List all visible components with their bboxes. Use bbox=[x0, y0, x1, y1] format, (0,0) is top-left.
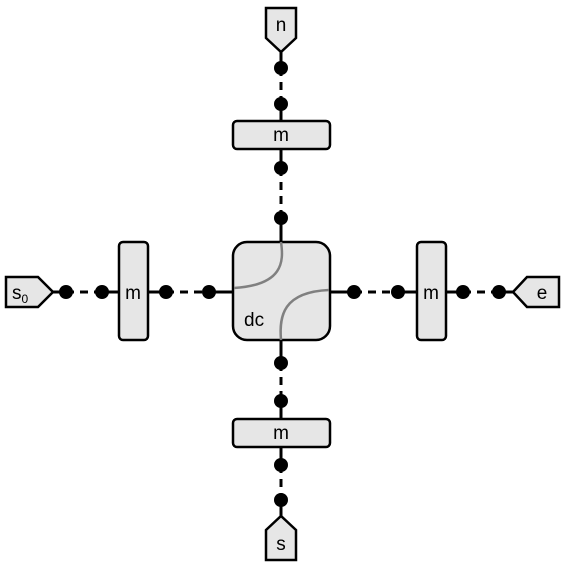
junction-dot bbox=[95, 285, 109, 299]
module-right: m bbox=[415, 240, 448, 342]
junction-dot bbox=[456, 285, 470, 299]
east-port-shape bbox=[511, 275, 561, 309]
west-port-label-base: s bbox=[12, 283, 22, 304]
left-module-label: m bbox=[125, 283, 141, 304]
junction-dot bbox=[391, 285, 405, 299]
bottom-module-label: m bbox=[273, 423, 289, 444]
junction-dots bbox=[59, 61, 506, 507]
north-port-shape bbox=[264, 6, 298, 54]
right-module-label: m bbox=[423, 283, 439, 304]
module-bottom: m bbox=[231, 417, 332, 449]
junction-dot bbox=[59, 285, 73, 299]
south-port-label: s bbox=[276, 534, 286, 555]
junction-dot bbox=[202, 285, 216, 299]
junction-dot bbox=[274, 394, 288, 408]
coupler-curve-upper bbox=[233, 241, 284, 290]
port-west: s0 bbox=[4, 275, 55, 309]
north-port-label: n bbox=[276, 15, 287, 36]
left-module-box bbox=[117, 240, 150, 342]
junction-dot bbox=[274, 211, 288, 225]
west-port-label-subscript: 0 bbox=[22, 292, 29, 306]
junction-dot bbox=[274, 493, 288, 507]
port-east: e bbox=[511, 275, 561, 309]
junction-dot bbox=[274, 458, 288, 472]
junction-dot bbox=[492, 285, 506, 299]
junction-dot bbox=[274, 356, 288, 370]
right-module-box bbox=[415, 240, 448, 342]
module-left: m bbox=[117, 240, 150, 342]
junction-dot bbox=[274, 97, 288, 111]
center-coupler: dc bbox=[231, 240, 332, 342]
west-port-shape bbox=[4, 275, 55, 309]
west-port-label: s0 bbox=[12, 283, 29, 306]
junction-dot bbox=[347, 285, 361, 299]
port-south: s bbox=[264, 514, 298, 562]
south-port-shape bbox=[264, 514, 298, 562]
top-module-label: m bbox=[273, 125, 289, 146]
junction-dot bbox=[274, 61, 288, 75]
bottom-module-box bbox=[231, 417, 332, 449]
east-port-label: e bbox=[537, 283, 548, 304]
port-north: n bbox=[264, 6, 298, 54]
junction-dot bbox=[274, 161, 288, 175]
top-module-box bbox=[231, 119, 332, 151]
coupler-curve-lower bbox=[279, 288, 330, 341]
module-top: m bbox=[231, 119, 332, 151]
junction-dot bbox=[159, 285, 173, 299]
center-coupler-label: dc bbox=[244, 310, 264, 331]
